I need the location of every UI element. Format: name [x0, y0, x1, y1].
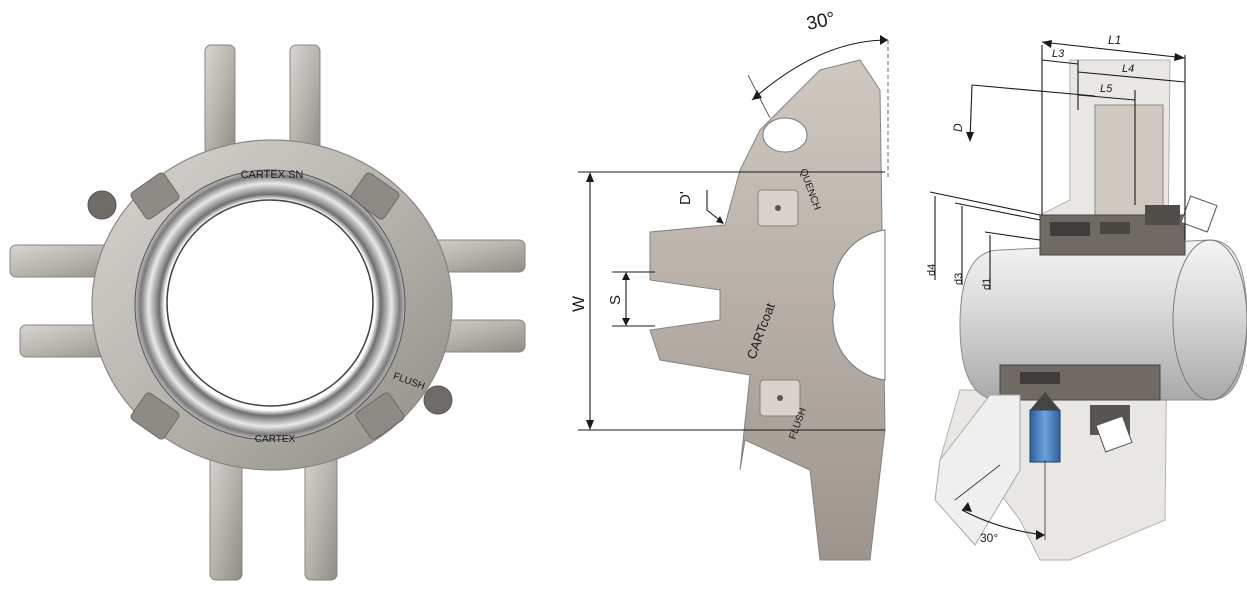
half-bore — [832, 229, 886, 381]
gland-upper — [1094, 104, 1164, 216]
dim-label-angle-bottom: 30° — [980, 531, 998, 545]
dim-label-l5: L5 — [1100, 83, 1113, 95]
dim-label-s: S — [607, 295, 624, 305]
dim-label-l4: L4 — [1122, 63, 1134, 75]
seal-photo: CARTEX SN FLUSH CARTEX — [9, 44, 526, 581]
dim-label-l3: L3 — [1052, 48, 1065, 60]
clip-upper — [1180, 195, 1218, 233]
dim-label-d-prime: D' — [677, 191, 694, 205]
set-screw — [1029, 409, 1061, 463]
half-flange-body — [649, 59, 886, 561]
cast-text-top: CARTEX SN — [241, 169, 304, 181]
dim-label-l1: L1 — [1108, 33, 1121, 47]
half-view-drawing: QUENCH CARTcoat FLUSH W S D' 30° — [569, 8, 889, 561]
port-right — [423, 385, 453, 415]
dim-label-d4: d4 — [926, 264, 938, 276]
dim-label-d1: d1 — [981, 278, 993, 290]
cast-text-bottom: CARTEX — [255, 434, 296, 445]
dim-label-D: D — [951, 123, 965, 132]
dim-label-w: W — [569, 296, 588, 312]
clip-pads — [130, 172, 405, 440]
lug-hole — [762, 117, 808, 153]
clip-lower — [1095, 415, 1133, 453]
dim-label-angle-top: 30° — [805, 8, 837, 35]
sleeve-bore — [166, 199, 374, 407]
port-left — [87, 190, 117, 220]
cross-section-view: L1 L3 L4 L5 D d4 d3 d1 30° — [926, 33, 1247, 561]
dim-label-d3: d3 — [953, 273, 965, 285]
